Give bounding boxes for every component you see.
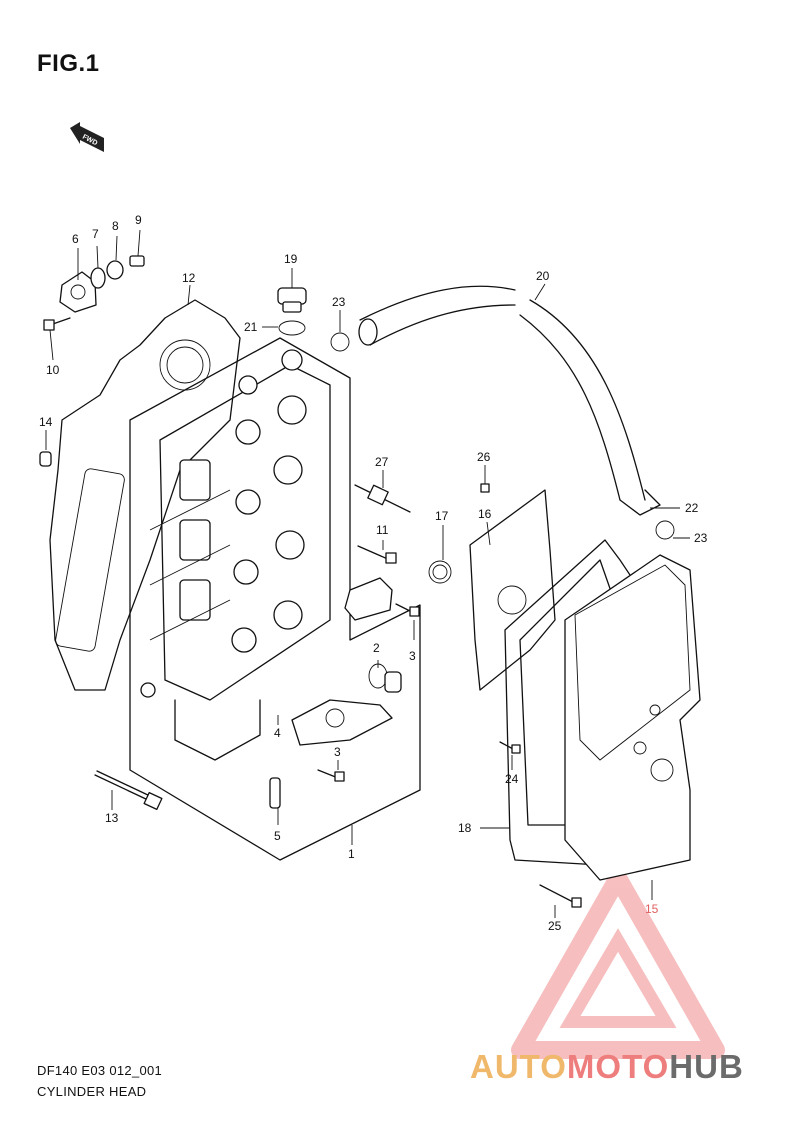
screw-9: [129, 255, 145, 267]
watermark-hub: HUB: [669, 1048, 744, 1085]
watermark-triangle-logo: [511, 869, 725, 1059]
callout-16: 16: [478, 507, 492, 521]
callout-27: 27: [375, 455, 389, 469]
bolt-10: [43, 317, 71, 331]
callout-9: 9: [135, 213, 142, 227]
callout-25: 25: [548, 919, 562, 933]
callout-labels: 1 2 3 3 4 5 6 7 8 9 10 11 12 13 14 15 16…: [39, 213, 708, 933]
o-ring-2: [368, 663, 402, 693]
callout-18: 18: [458, 821, 472, 835]
dowel-pin-5: [269, 777, 281, 809]
callout-3-upper: 3: [409, 649, 416, 663]
bolt-11: [357, 545, 397, 564]
callout-6: 6: [72, 232, 79, 246]
callout-23-lower: 23: [694, 531, 708, 545]
callout-17: 17: [435, 509, 449, 523]
watermark-auto: AUTO: [470, 1048, 567, 1085]
seal-17: [428, 560, 452, 584]
callout-10: 10: [46, 363, 60, 377]
breather-hose-20: [358, 285, 661, 516]
callout-20: 20: [536, 269, 550, 283]
callout-13: 13: [105, 811, 119, 825]
head-bolt-13: [94, 770, 163, 811]
cam-cap: [291, 577, 393, 746]
clamp-23-lower: [655, 520, 675, 540]
callout-23-upper: 23: [332, 295, 346, 309]
o-ring-21: [278, 320, 306, 336]
callout-1: 1: [348, 847, 355, 861]
callout-2: 2: [373, 641, 380, 655]
callout-5: 5: [274, 829, 281, 843]
figure-title: FIG.1: [37, 50, 100, 77]
watermark-moto: MOTO: [566, 1048, 670, 1085]
bolt-26: [480, 483, 490, 493]
cover-15: [564, 554, 701, 881]
watermark-wordmark: AUTOMOTOHUB: [470, 1048, 744, 1086]
dowel-pin-14: [39, 451, 52, 467]
gasket-16: [469, 489, 556, 691]
callout-21: 21: [244, 320, 258, 334]
bolt-3-lower: [317, 769, 345, 782]
callout-24: 24: [505, 772, 519, 786]
callout-11: 11: [376, 523, 389, 537]
diagram-section-title: CYLINDER HEAD: [37, 1084, 147, 1099]
bolt-24: [499, 741, 521, 754]
thermostat-8: [106, 260, 124, 280]
head-gasket: [49, 299, 241, 691]
forward-direction-arrow-icon: FWD: [70, 122, 104, 152]
oil-filler-cap-19: [277, 287, 307, 313]
diagram-code: DF140 E03 012_001: [37, 1063, 163, 1078]
callout-15: 15: [645, 902, 659, 916]
callout-14: 14: [39, 415, 53, 429]
callout-19: 19: [284, 252, 298, 266]
callout-3-lower: 3: [334, 745, 341, 759]
spark-plug-27: [354, 484, 411, 513]
callout-26: 26: [477, 450, 491, 464]
cam-journals: [231, 375, 307, 653]
cylinder-head-block: [129, 337, 421, 861]
thermostat-cover-6: [59, 271, 97, 313]
callout-22: 22: [685, 501, 699, 515]
bolt-25: [539, 884, 582, 908]
callout-12: 12: [182, 271, 196, 285]
callout-8: 8: [112, 219, 119, 233]
callout-7: 7: [92, 227, 99, 241]
leader-lines: [45, 229, 690, 918]
bolt-3-upper: [395, 603, 420, 617]
clamp-23-upper: [330, 332, 350, 352]
callout-4: 4: [274, 726, 281, 740]
gasket-7: [90, 267, 106, 289]
